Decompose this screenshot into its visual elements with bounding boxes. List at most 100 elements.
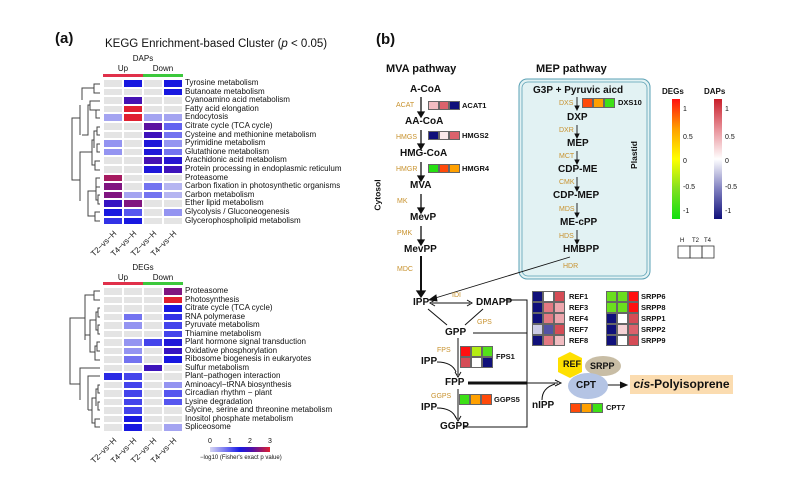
enzyme-dxs: DXS: [559, 100, 574, 107]
deg-legend-tick: -0.5: [683, 184, 696, 191]
row-label: Circadian rhythm − plant: [185, 388, 272, 397]
heatmap-cell: [143, 406, 163, 415]
degs-legend-title: DEGs: [662, 87, 684, 96]
heatmap-cell: [103, 363, 123, 372]
heatmap-cell: [103, 397, 123, 406]
row-label: Endocytosis: [185, 112, 229, 122]
degs-header: DEGs: [132, 263, 154, 272]
gene-heatmap-cell: [628, 291, 639, 302]
heatmap-cell: [163, 287, 183, 296]
heatmap-cell: [123, 113, 143, 122]
gene-label: SRPP9: [641, 336, 666, 345]
heatmap-cell: [163, 355, 183, 364]
row-label: Aminoacyl−tRNA biosynthesis: [185, 379, 292, 389]
row-label: Arachidonic acid metabolism: [185, 155, 287, 165]
heatmap-cell: [103, 346, 123, 355]
metabolite-ipp-substrate: IPP: [421, 402, 438, 413]
row-label: Pyrimidine metabolism: [185, 138, 266, 148]
heatmap-cell: [163, 130, 183, 140]
row-label: Butanoate metabolism: [185, 86, 265, 96]
enzyme-gps: GPS: [477, 319, 492, 326]
mep-title: MEP pathway: [536, 63, 607, 75]
gene-heatmap-cell: [543, 302, 554, 313]
heatmap-cell: [103, 372, 123, 381]
enzyme-mds: MDS: [559, 206, 575, 213]
daps-dendrogram: [71, 83, 100, 222]
gene-label-dxs10: DXS10: [618, 98, 642, 107]
gene-label: SRPP6: [641, 292, 666, 301]
heatmap-cell: [123, 96, 143, 105]
metabolite-dxp: DXP: [567, 112, 588, 123]
heatmap-cell: [123, 130, 143, 140]
gene-heatmap-cell: [449, 131, 460, 140]
gene-label-ggps5: GGPS5: [494, 394, 520, 404]
deg-colorbar: [672, 99, 680, 219]
heatmap-cell: [123, 147, 143, 157]
heatmap-cell: [123, 389, 143, 398]
heatmap-cell: [123, 406, 143, 415]
gene-heatmap-cell: [438, 101, 449, 110]
metabolite-me-cpp: ME-cPP: [560, 217, 598, 228]
gene-heatmap-cell: [543, 335, 554, 346]
heatmap-cell: [143, 190, 163, 200]
heatmap-cell: [103, 414, 123, 423]
heatmap-cell: [123, 312, 143, 321]
heatmap-cell: [143, 295, 163, 304]
enzyme-hmgs: HMGS: [396, 134, 417, 141]
degs-down-bar: [143, 282, 183, 285]
heatmap-cell: [163, 304, 183, 313]
degs-up-label: Up: [117, 273, 129, 282]
pvalue-tick-1: 1: [228, 438, 232, 445]
gene-heatmap-cell: [438, 164, 449, 173]
heatmap-cell: [143, 173, 163, 183]
heatmap-cell: [123, 122, 143, 131]
heatmap-cell: [103, 355, 123, 364]
metabolite-mep: MEP: [567, 138, 589, 149]
sample-label: T4: [704, 238, 712, 244]
heatmap-cell: [163, 156, 183, 165]
heatmap-cell: [163, 321, 183, 330]
enzyme-hds: HDS: [559, 233, 574, 240]
panel-a-label: (a): [55, 30, 74, 47]
dap-colorbar: [714, 99, 722, 219]
gene-heatmap-cell: [554, 302, 565, 313]
degs-up-bar: [103, 282, 143, 285]
heatmap-cell: [123, 287, 143, 296]
heatmap-cell: [143, 355, 163, 364]
heatmap-cell: [163, 190, 183, 200]
deg-legend-tick: 0: [683, 158, 687, 165]
heatmap-cell: [103, 173, 123, 183]
heatmap-cell: [123, 372, 143, 381]
heatmap-cell: [123, 139, 143, 148]
heatmap-cell: [143, 122, 163, 131]
enzyme-mct: MCT: [559, 153, 575, 160]
plastid-label: Plastid: [628, 141, 639, 169]
gene-label-hmgs2: HMGS2: [462, 130, 489, 140]
heatmap-cell: [123, 338, 143, 347]
gene-heatmap-cell: [617, 313, 628, 324]
heatmap-cell: [123, 156, 143, 165]
heatmap-cell: [143, 113, 163, 122]
enzyme-mk: MK: [397, 198, 408, 205]
ref-hexagon: [558, 352, 582, 378]
heatmap-cell: [163, 147, 183, 157]
mva-title: MVA pathway: [386, 63, 457, 75]
heatmap-cell: [163, 346, 183, 355]
gene-heatmap-cell: [554, 291, 565, 302]
srpp-ellipse: [585, 356, 621, 376]
heatmap-cell: [103, 329, 123, 338]
heatmap-cell: [143, 216, 163, 226]
pvalue-colorbar: [210, 447, 270, 452]
gene-heatmap-cell: [617, 324, 628, 335]
heatmap-cell: [163, 406, 183, 415]
metabolite-ipp: IPP: [413, 297, 430, 308]
heatmap-cell: [123, 304, 143, 313]
heatmap-cell: [143, 287, 163, 296]
gene-heatmap-cell: [581, 403, 592, 413]
heatmap-cell: [103, 130, 123, 140]
metabolite-a-coa: A-CoA: [410, 84, 442, 95]
heatmap-cell: [143, 389, 163, 398]
row-label: Cyanoamino acid metabolism: [185, 95, 290, 105]
heatmap-cell: [103, 96, 123, 105]
